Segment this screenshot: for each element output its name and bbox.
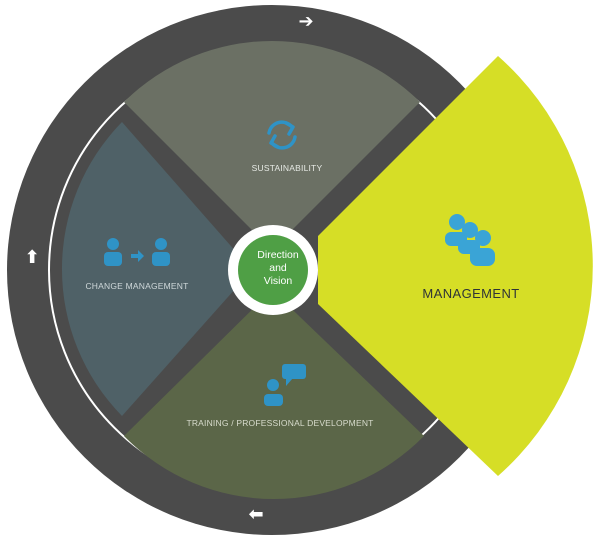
- speech-person-icon: [264, 364, 306, 406]
- arrow-right-icon: ➔: [298, 11, 313, 31]
- person-transfer-icon: [104, 238, 170, 266]
- arrow-left-icon: ⬅: [248, 504, 263, 524]
- segment-change-management[interactable]: [61, 122, 252, 416]
- center-circle[interactable]: [238, 235, 308, 305]
- refresh-cycle-icon: [267, 120, 297, 150]
- center-line-2: and: [269, 262, 287, 274]
- center-line-3: Vision: [264, 275, 293, 287]
- center-line-1: Direction: [257, 249, 299, 261]
- group-people-icon: [445, 214, 495, 266]
- training-label: TRAINING / PROFESSIONAL DEVELOPMENT: [186, 418, 373, 428]
- change-management-label: CHANGE MANAGEMENT: [85, 281, 188, 291]
- management-label: MANAGEMENT: [422, 286, 519, 301]
- segment-management[interactable]: [318, 56, 593, 476]
- arrow-up-icon: ⬆: [24, 247, 39, 267]
- sustainability-label: SUSTAINABILITY: [252, 163, 323, 173]
